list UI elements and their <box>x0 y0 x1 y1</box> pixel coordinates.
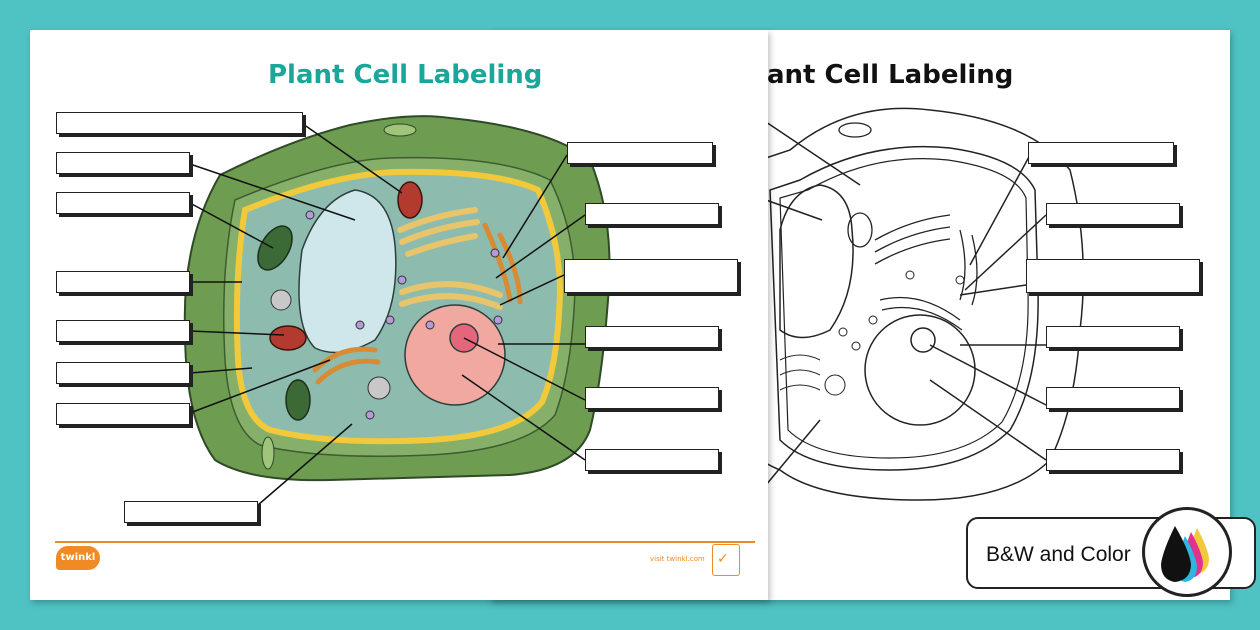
label-box[interactable] <box>564 259 738 293</box>
ink-drops-icon <box>1142 507 1232 597</box>
mitochondrion <box>269 325 307 351</box>
bw-label-box[interactable] <box>1026 259 1200 293</box>
label-box[interactable] <box>585 326 719 348</box>
chloroplast <box>257 225 293 271</box>
label-box[interactable] <box>585 449 719 471</box>
vacuole <box>298 189 397 354</box>
label-box[interactable] <box>124 501 258 523</box>
label-box[interactable] <box>585 387 719 409</box>
worksheet-color-title: Plant Cell Labeling <box>268 60 543 90</box>
label-box[interactable] <box>567 142 713 164</box>
chloroplast <box>285 379 311 421</box>
label-box[interactable] <box>56 192 190 214</box>
quality-badge-icon: ✓ <box>712 544 740 576</box>
mitochondrion <box>397 181 423 219</box>
label-box[interactable] <box>56 271 190 293</box>
nucleus <box>404 304 506 406</box>
label-box[interactable] <box>56 152 190 174</box>
label-box[interactable] <box>56 112 303 134</box>
label-box[interactable] <box>56 403 190 425</box>
worksheet-color: Plant Cell Labeling <box>30 30 768 600</box>
bw-label-box[interactable] <box>1028 142 1174 164</box>
golgi-apparatus <box>397 207 478 233</box>
bw-cell-illustration <box>729 107 1085 501</box>
bw-label-box[interactable] <box>1046 387 1180 409</box>
bw-label-box[interactable] <box>1046 203 1180 225</box>
bw-label-box[interactable] <box>1046 449 1180 471</box>
twinkl-logo: twinkl <box>56 546 100 570</box>
footer-visit-text: visit twinkl.com <box>650 555 705 563</box>
footer-divider <box>55 541 755 543</box>
endoplasmic-reticulum <box>482 222 513 303</box>
bw-label-box[interactable] <box>1046 326 1180 348</box>
label-box[interactable] <box>56 362 190 384</box>
worksheet-bw-title: Plant Cell Labeling <box>739 60 1014 90</box>
label-box[interactable] <box>585 203 719 225</box>
plant-cell-illustration <box>183 115 611 506</box>
format-tag-label: B&W and Color <box>986 543 1131 566</box>
label-box[interactable] <box>56 320 190 342</box>
